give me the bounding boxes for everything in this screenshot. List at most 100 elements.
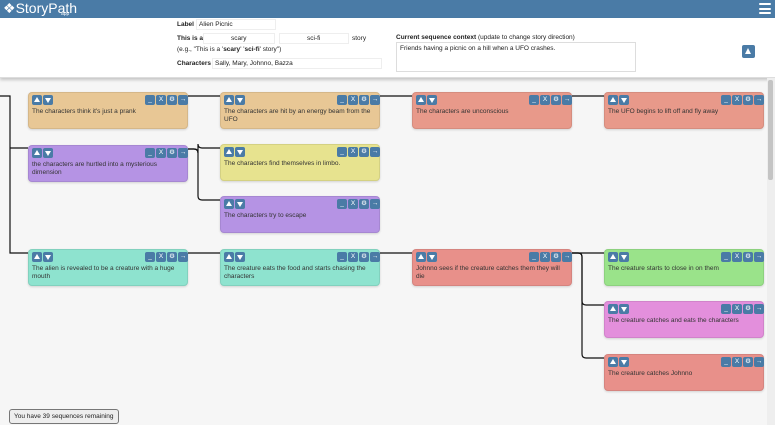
minimize-button[interactable]: _ xyxy=(721,252,731,262)
sequence-card[interactable]: _X⚙→The characters find themselves in li… xyxy=(220,144,380,181)
sequence-card[interactable]: _X⚙→The creature catches and eats the ch… xyxy=(604,301,764,338)
next-sequence-button[interactable]: → xyxy=(370,199,380,209)
settings-button[interactable]: ⚙ xyxy=(359,147,369,157)
genre2-input[interactable]: sci-fi xyxy=(279,33,349,44)
move-down-button[interactable] xyxy=(619,304,629,314)
next-sequence-button[interactable]: → xyxy=(178,95,188,105)
move-up-button[interactable] xyxy=(608,252,618,262)
app-logo[interactable]: ❖StoryPath xyxy=(3,0,77,17)
minimize-button[interactable]: _ xyxy=(337,252,347,262)
delete-button[interactable]: X xyxy=(348,252,358,262)
next-sequence-button[interactable]: → xyxy=(562,252,572,262)
move-up-button[interactable] xyxy=(224,95,234,105)
move-down-button[interactable] xyxy=(43,252,53,262)
next-sequence-button[interactable]: → xyxy=(370,95,380,105)
context-textarea[interactable]: Friends having a picnic on a hill when a… xyxy=(396,42,636,72)
settings-button[interactable]: ⚙ xyxy=(551,95,561,105)
delete-button[interactable]: X xyxy=(348,147,358,157)
sequence-card[interactable]: _X⚙→The creature catches Johnno xyxy=(604,354,764,391)
move-down-button[interactable] xyxy=(235,147,245,157)
move-up-button[interactable] xyxy=(32,95,42,105)
sequence-card[interactable]: _X⚙→The characters think it's just a pra… xyxy=(28,92,188,129)
sequence-card[interactable]: _X⚙→The UFO begins to lift off and fly a… xyxy=(604,92,764,129)
delete-button[interactable]: X xyxy=(732,304,742,314)
minimize-button[interactable]: _ xyxy=(145,252,155,262)
delete-button[interactable]: X xyxy=(156,148,166,158)
minimize-button[interactable]: _ xyxy=(337,199,347,209)
move-down-button[interactable] xyxy=(427,95,437,105)
next-sequence-button[interactable]: → xyxy=(370,252,380,262)
settings-button[interactable]: ⚙ xyxy=(359,252,369,262)
next-sequence-button[interactable]: → xyxy=(562,95,572,105)
move-down-button[interactable] xyxy=(619,95,629,105)
move-up-button[interactable] xyxy=(224,199,234,209)
genre1-input[interactable]: scary xyxy=(203,33,275,44)
next-sequence-button[interactable]: → xyxy=(370,147,380,157)
sequence-card[interactable]: _X⚙→The characters are unconscious xyxy=(412,92,572,129)
minimize-button[interactable]: _ xyxy=(337,147,347,157)
move-up-button[interactable] xyxy=(224,147,234,157)
sequence-card[interactable]: _X⚙→the characters are hurtled into a my… xyxy=(28,145,188,182)
minimize-button[interactable]: _ xyxy=(529,95,539,105)
settings-button[interactable]: ⚙ xyxy=(167,95,177,105)
next-sequence-button[interactable]: → xyxy=(754,95,764,105)
delete-button[interactable]: X xyxy=(732,252,742,262)
menu-icon[interactable] xyxy=(759,3,771,14)
characters-input[interactable]: Sally, Mary, Johnno, Bazza xyxy=(212,58,382,69)
move-down-button[interactable] xyxy=(235,199,245,209)
move-down-button[interactable] xyxy=(43,148,53,158)
label-input[interactable]: Alien Picnic xyxy=(196,19,276,30)
delete-button[interactable]: X xyxy=(156,252,166,262)
scroll-thumb[interactable] xyxy=(768,80,773,180)
sequence-card[interactable]: _X⚙→Johnno sees if the creature catches … xyxy=(412,249,572,286)
delete-button[interactable]: X xyxy=(540,252,550,262)
next-sequence-button[interactable]: → xyxy=(178,148,188,158)
settings-button[interactable]: ⚙ xyxy=(743,95,753,105)
sequence-card[interactable]: _X⚙→The characters are hit by an energy … xyxy=(220,92,380,129)
move-down-button[interactable] xyxy=(43,95,53,105)
settings-button[interactable]: ⚙ xyxy=(359,95,369,105)
move-down-button[interactable] xyxy=(235,252,245,262)
move-up-button[interactable] xyxy=(32,252,42,262)
move-down-button[interactable] xyxy=(427,252,437,262)
sequence-card[interactable]: _X⚙→The characters try to escape xyxy=(220,196,380,233)
delete-button[interactable]: X xyxy=(732,95,742,105)
settings-button[interactable]: ⚙ xyxy=(167,252,177,262)
move-up-button[interactable] xyxy=(608,304,618,314)
settings-button[interactable]: ⚙ xyxy=(743,252,753,262)
settings-button[interactable]: ⚙ xyxy=(551,252,561,262)
move-up-button[interactable] xyxy=(608,357,618,367)
minimize-button[interactable]: _ xyxy=(337,95,347,105)
minimize-button[interactable]: _ xyxy=(721,304,731,314)
sequence-card[interactable]: _X⚙→The alien is revealed to be a creatu… xyxy=(28,249,188,286)
minimize-button[interactable]: _ xyxy=(721,357,731,367)
delete-button[interactable]: X xyxy=(732,357,742,367)
move-up-button[interactable] xyxy=(224,252,234,262)
move-up-button[interactable] xyxy=(416,95,426,105)
move-down-button[interactable] xyxy=(619,252,629,262)
delete-button[interactable]: X xyxy=(348,199,358,209)
sequence-card[interactable]: _X⚙→The creature starts to close in on t… xyxy=(604,249,764,286)
minimize-button[interactable]: _ xyxy=(145,148,155,158)
delete-button[interactable]: X xyxy=(540,95,550,105)
delete-button[interactable]: X xyxy=(348,95,358,105)
settings-button[interactable]: ⚙ xyxy=(743,304,753,314)
next-sequence-button[interactable]: → xyxy=(754,252,764,262)
move-up-button[interactable] xyxy=(32,148,42,158)
sequence-card[interactable]: _X⚙→The creature eats the food and start… xyxy=(220,249,380,286)
collapse-header-button[interactable] xyxy=(742,45,755,58)
settings-button[interactable]: ⚙ xyxy=(359,199,369,209)
move-down-button[interactable] xyxy=(235,95,245,105)
minimize-button[interactable]: _ xyxy=(721,95,731,105)
next-sequence-button[interactable]: → xyxy=(178,252,188,262)
delete-button[interactable]: X xyxy=(156,95,166,105)
settings-button[interactable]: ⚙ xyxy=(743,357,753,367)
move-up-button[interactable] xyxy=(416,252,426,262)
next-sequence-button[interactable]: → xyxy=(754,357,764,367)
next-sequence-button[interactable]: → xyxy=(754,304,764,314)
settings-button[interactable]: ⚙ xyxy=(167,148,177,158)
move-down-button[interactable] xyxy=(619,357,629,367)
move-up-button[interactable] xyxy=(608,95,618,105)
vertical-scrollbar[interactable] xyxy=(767,78,775,425)
minimize-button[interactable]: _ xyxy=(529,252,539,262)
